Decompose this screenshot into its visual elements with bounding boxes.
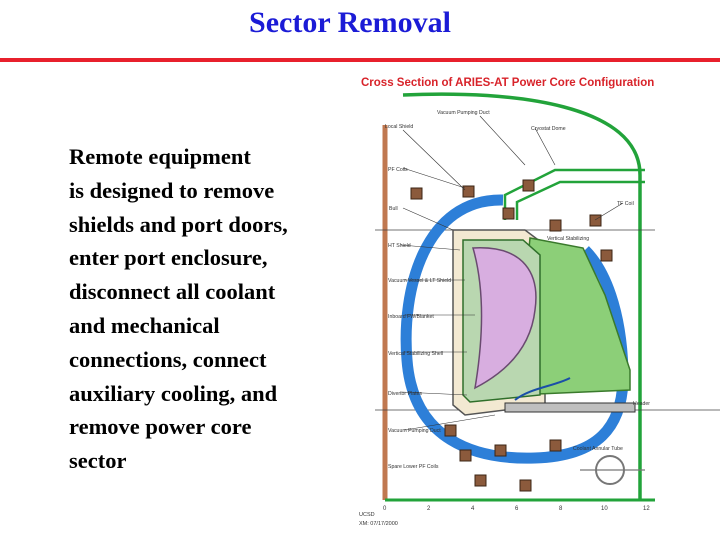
body-line: enter port enclosure, [69,245,268,271]
cross-section-diagram: Cross Section of ARIES-AT Power Core Con… [359,77,720,527]
pf-coil-box [549,219,562,232]
label-ht-shield: HT Shield [388,243,411,249]
label-vertical-stabilizing: Vertical Stabilizing [547,236,589,242]
body-line: disconnect all coolant [69,279,276,305]
leader-line [479,115,526,166]
label-vacuum-pumping-duct: Vacuum Pumping Duct [388,428,441,434]
label-cryostat-dome: Cryostat Dome [531,126,566,132]
body-text: Remote equipment is designed to remove s… [69,140,359,478]
leader-line [402,129,466,191]
label-inboard-blanket: Inboard FW/Blanket [388,314,434,320]
label-vacuum-vessel: Vacuum Vessel & LT Shield [388,278,451,284]
pf-coil-box [549,439,562,452]
axis-ticks: 0 2 4 6 8 10 12 [383,506,650,512]
leader-line [534,127,556,166]
label-local-shield: Local Shield [385,124,413,130]
body-line: is designed to remove [69,177,275,203]
label-tf-coil: TF Coil [617,201,634,207]
pf-coil-box [522,179,535,192]
axis-tick: 12 [643,506,650,512]
pf-coil-box [474,474,487,487]
vacuum-duct-lower [515,180,645,220]
leader-line [404,414,496,431]
title-divider [0,58,720,62]
pf-coil-box [459,449,472,462]
tf-coil-ring [400,194,629,464]
leader-line [402,207,454,231]
pf-coil-box [410,187,423,200]
pf-coil-box [589,214,602,227]
power-core-figure: Cross Section of ARIES-AT Power Core Con… [355,70,720,535]
body-line: sector [69,448,127,474]
leader-line [594,202,624,221]
body-line: remove power core [69,414,252,440]
date-label: XM: 07/17/2000 [359,521,398,527]
body-line: auxiliary cooling, and [69,380,278,406]
leader-line [402,167,466,189]
inboard-blanket [472,247,537,390]
header-plate [504,402,636,413]
label-divertor-plates: Divertor Plates [388,391,422,397]
axis-tick: 6 [515,506,519,512]
ucsd-label: UCSD [359,512,375,518]
axis-tick: 0 [383,506,387,512]
label-pf-coils: PF Coils [388,167,408,173]
body-line: shields and port doors, [69,211,288,237]
body-line: connections, connect [69,346,267,372]
figure-caption: Cross Section of ARIES-AT Power Core Con… [361,77,654,89]
leader-line [400,244,461,251]
pf-coils [410,179,613,492]
pf-coil-box [494,444,507,457]
body-line: Remote equipment [69,144,251,169]
body-line: and mechanical [69,312,220,338]
leader-line [400,391,468,396]
label-vacuum-pumping-duct-top: Vacuum Pumping Duct [437,110,490,116]
pf-coil-box [519,479,532,492]
label-vertical-stabilizing-shell: Vertical Stabilizing Shell [388,351,443,357]
axis-tick: 2 [427,506,431,512]
axis-tick: 8 [559,506,563,512]
slide-title: Sector Removal [249,6,451,39]
leader-lines [400,115,624,431]
pf-coil-box [600,249,613,262]
axis-tick: 4 [471,506,475,512]
axis-tick: 10 [601,506,608,512]
coolant-pipe [514,377,571,401]
pf-coil-box [502,207,515,220]
cryostat-boundary [402,92,642,500]
pf-coil-box [444,424,457,437]
label-spare-lower-pf-coils: Spare Lower PF Coils [388,464,439,470]
vacuum-duct-upper [503,168,645,220]
pf-coil-box [462,185,475,198]
diagram-labels: Local Shield Vacuum Pumping Duct Cryosta… [385,110,650,470]
label-bull: Bull [389,206,398,212]
label-header: Header [633,401,650,407]
label-coolant-annular-tube: Coolant Annular Tube [573,446,623,452]
